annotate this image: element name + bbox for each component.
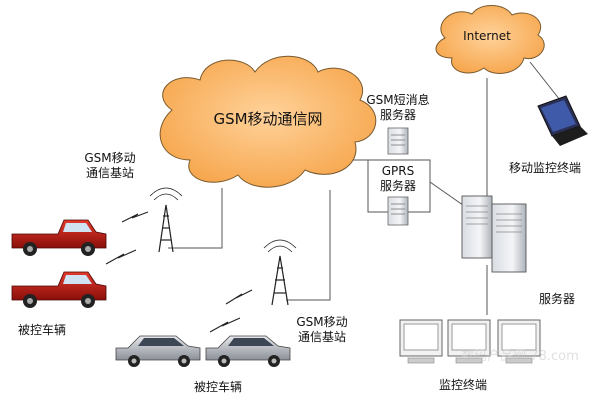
laptop-icon [537,95,588,146]
car-icon [115,335,201,367]
internet-cloud: Internet [435,5,545,74]
left-station-label-line1: GSM移动 [84,151,135,165]
internet-label: Internet [463,29,511,43]
trucks-label: 被控车辆 [18,322,66,337]
server-bracket-box [367,159,431,213]
gsm-network-cloud: GSM移动通信网 [159,55,377,188]
gprs-server-label-line1: GPRS [382,164,415,178]
sms-server-label-line1: GSM短消息 [366,92,429,107]
car-icon [205,335,291,367]
tower-icon [149,187,183,253]
cars-label: 被控车辆 [194,379,242,394]
main-server-label: 服务器 [539,291,575,306]
signal-icons [105,211,253,333]
gsm-network-label: GSM移动通信网 [213,110,322,128]
sms-server-label-line2: 服务器 [380,107,416,122]
truck-icon [11,271,107,308]
right-station-label-line1: GSM移动 [296,315,347,329]
connection-lines [168,61,561,315]
gprs-server-icon [387,196,409,226]
link-left-tower-cloud [168,188,223,249]
monitor-icon [447,319,491,364]
signal-icon [121,211,149,223]
link-internet-laptop [529,61,561,101]
sms-server-icon [387,127,409,155]
monitor-terminal-label: 监控终端 [439,377,487,392]
right-station-label-line2: 通信基站 [298,330,346,344]
watermark: 数码产品网 78.com [461,349,579,364]
signal-icon [225,289,253,305]
link-right-tower-cloud [286,190,331,301]
left-station-label-line2: 通信基站 [86,166,134,180]
gprs-server-label-line2: 服务器 [380,178,416,193]
monitor-icon [497,319,541,364]
monitor-icon [399,319,443,364]
monitor-terminals [399,319,541,364]
tower-icon [263,239,297,306]
signal-icon [105,249,137,265]
mobile-monitor-label: 移动监控终端 [509,160,581,175]
truck-icon [11,219,107,256]
main-server-icon [461,195,527,273]
signal-icon [209,317,241,333]
